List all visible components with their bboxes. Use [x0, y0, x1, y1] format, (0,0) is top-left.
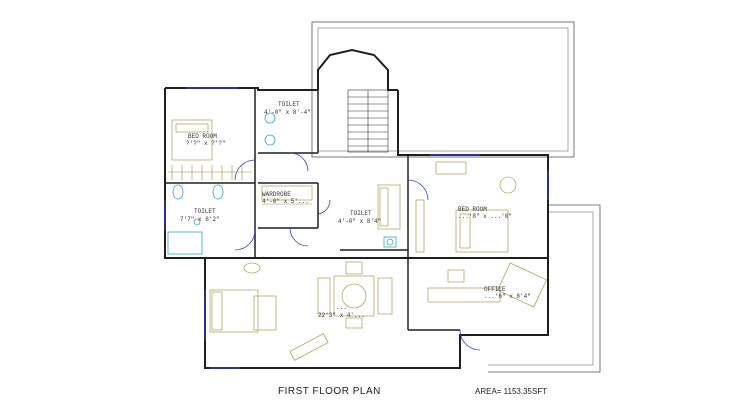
top-terrace	[311, 21, 575, 158]
toilet-1-size: 4'-0" x 8'-4"	[264, 109, 311, 116]
furniture	[168, 119, 547, 361]
office-size: ...'6" x 8'4"	[484, 293, 531, 300]
bed-room-2-name: BED ROOM	[458, 206, 487, 213]
toilet-1-name: TOILET	[278, 101, 300, 108]
staircase	[347, 89, 389, 153]
drawing-title: FIRST FLOOR PLAN	[278, 386, 381, 397]
room-labels: BED ROOM ?'?" x ?'?" TOILET 4'-0" x 8'-4…	[180, 101, 531, 319]
doors	[234, 152, 481, 351]
interior-walls	[165, 88, 460, 331]
toilet-3-name: TOILET	[350, 210, 372, 217]
exterior-walls	[164, 48, 549, 369]
toilet-3-size: 4'-0" x 8'4"	[338, 218, 381, 225]
windows	[164, 87, 549, 369]
toilet-2-name: TOILET	[194, 208, 216, 215]
office-name: OFFICE	[484, 286, 506, 293]
living-name: ...	[336, 304, 347, 311]
bed-room-2-size: ...'8" x ...'0"	[458, 213, 512, 220]
bed-room-1-name: BED ROOM	[188, 133, 217, 140]
wardrobe-name: WARDROBE	[262, 191, 291, 198]
right-balcony	[488, 204, 601, 373]
toilet-2-size: 7'7" x 6'2"	[180, 216, 220, 223]
bed-room-1-size: ?'?" x ?'?"	[186, 140, 226, 147]
wardrobe-size: 4'-0" x 5'...	[262, 198, 309, 205]
sanitary-fixtures	[167, 112, 397, 255]
area-label: AREA= 1153.35SFT	[475, 387, 547, 396]
living-size: 22'3" x 4'...	[318, 312, 365, 319]
